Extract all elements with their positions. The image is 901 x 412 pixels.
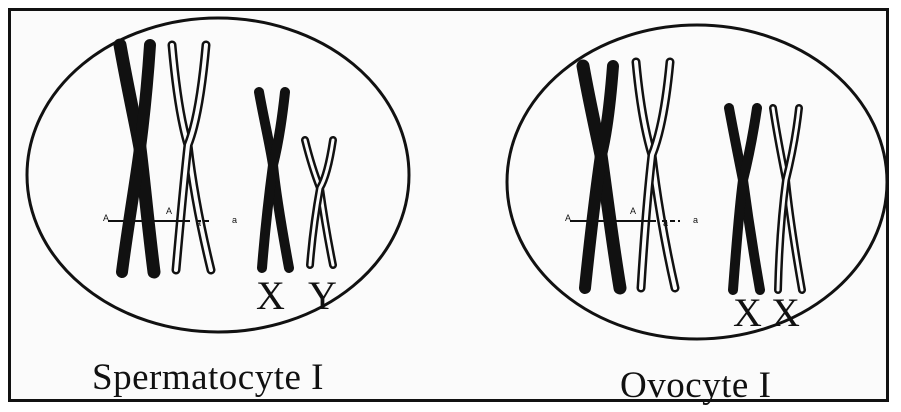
x-chromosome-light bbox=[773, 108, 802, 290]
gene-label: a bbox=[693, 216, 698, 225]
gene-label: a bbox=[232, 216, 237, 225]
spermatocyte-membrane bbox=[27, 18, 409, 332]
autosome-light-large bbox=[172, 45, 211, 270]
gene-label: a bbox=[663, 219, 668, 228]
gene-label: A bbox=[565, 214, 571, 223]
sex-chromosome-label-x: X bbox=[733, 293, 762, 333]
sex-chromosome-label-x-2: X bbox=[771, 293, 800, 333]
ovocyte-cell bbox=[507, 25, 887, 339]
spermatocyte-cell bbox=[27, 18, 409, 332]
x-chromosome-dark-2 bbox=[729, 108, 760, 290]
y-chromosome-light bbox=[305, 140, 333, 265]
autosome-dark-large bbox=[120, 45, 154, 272]
sex-chromosome-label-y: Y bbox=[308, 276, 337, 316]
autosome-light-large-2 bbox=[636, 62, 675, 288]
ovocyte-caption: Ovocyte I bbox=[620, 364, 771, 407]
autosome-dark-large-2 bbox=[583, 66, 620, 288]
spermatocyte-caption: Spermatocyte I bbox=[92, 356, 324, 399]
gene-label: A bbox=[166, 207, 172, 216]
sex-chromosome-label-x: X bbox=[256, 276, 285, 316]
x-chromosome-dark bbox=[259, 92, 289, 268]
gene-label: a bbox=[196, 219, 201, 228]
gene-label: A bbox=[103, 214, 109, 223]
gene-label: A bbox=[630, 207, 636, 216]
ovocyte-membrane bbox=[507, 25, 887, 339]
